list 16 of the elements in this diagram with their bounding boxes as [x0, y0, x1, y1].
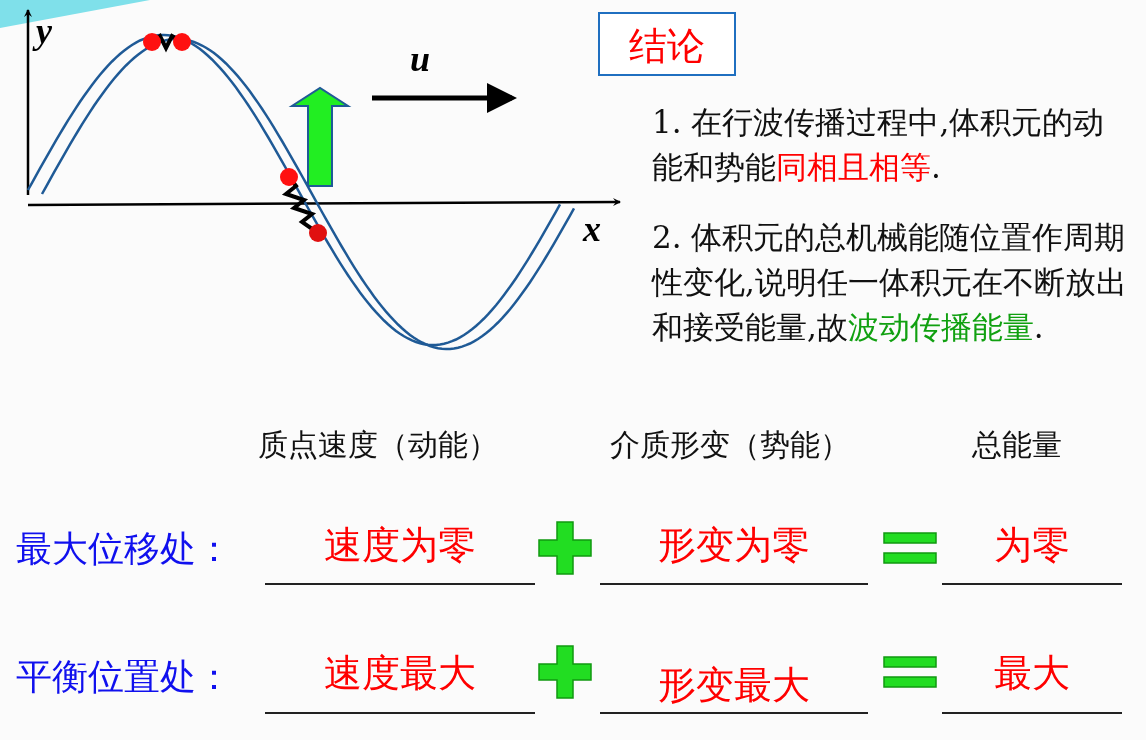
- answer-text: 最大: [993, 650, 1071, 697]
- column-header: 介质形变（势能）: [610, 426, 850, 464]
- column-header: 总能量: [972, 426, 1062, 464]
- conclusion-text: 1. 在行波传播过程中,体积元的动能和势能同相且相等.: [652, 103, 1106, 187]
- axis-label: x: [583, 208, 601, 250]
- answer-text: 形变最大: [657, 662, 811, 709]
- answer-text: 速度为零: [323, 522, 477, 569]
- row-label: 最大位移处：: [16, 527, 232, 571]
- answer-text: 形变为零: [657, 522, 811, 569]
- answer-text: 速度最大: [323, 650, 477, 697]
- conclusion-text: 2. 体积元的总机械能随位置作周期性变化,说明任一体积元在不断放出和接受能量,故波动传播能量.: [652, 218, 1128, 347]
- row-label: 平衡位置处：: [16, 655, 232, 699]
- velocity-label: u: [410, 38, 431, 80]
- answer-text: 为零: [993, 522, 1071, 569]
- column-header: 质点速度（动能）: [258, 426, 498, 464]
- heading-box: 结论: [598, 12, 736, 76]
